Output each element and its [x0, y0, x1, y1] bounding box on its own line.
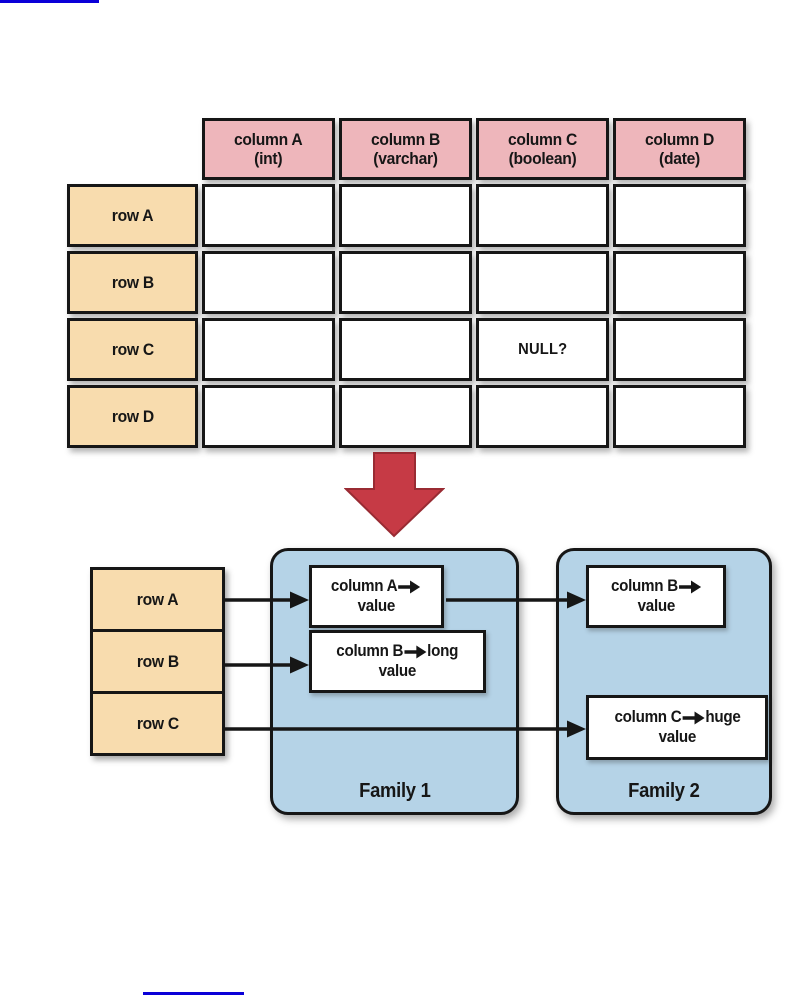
table-cell-empty — [339, 318, 472, 381]
table-cell-empty — [476, 251, 609, 314]
table-cell-empty — [202, 251, 335, 314]
value-box-value: value — [637, 596, 675, 615]
maps-to-arrow-icon — [681, 711, 704, 725]
row-key-stack: row A row B row C — [90, 567, 225, 756]
row-key-c: row C — [90, 691, 225, 756]
column-header-name: column B — [370, 129, 441, 149]
value-box-family2-columnB: column B value — [586, 565, 726, 628]
row-header-a: row A — [67, 184, 198, 247]
column-header-type: (date) — [659, 149, 700, 168]
column-header-type: (varchar) — [373, 149, 438, 168]
maps-to-arrow-icon — [404, 645, 427, 659]
table-cell-empty — [202, 184, 335, 247]
family-2-label: Family 2 — [628, 780, 700, 802]
column-header-name: column A — [234, 129, 303, 149]
table-cell-empty — [202, 318, 335, 381]
table-cell-empty — [202, 385, 335, 448]
table-cell-empty — [613, 385, 746, 448]
table-cell-empty — [339, 251, 472, 314]
column-header-d: column D (date) — [613, 118, 746, 180]
column-header-b: column B (varchar) — [339, 118, 472, 180]
row-key-a: row A — [90, 567, 225, 632]
column-header-name: column D — [644, 129, 715, 149]
value-box-suffix: huge — [704, 708, 741, 727]
value-box-column: column B — [610, 577, 678, 596]
value-box-value: value — [658, 727, 696, 746]
column-header-name: column C — [507, 129, 578, 149]
table-cell-empty — [476, 385, 609, 448]
null-cell: NULL? — [476, 318, 609, 381]
row-header-b: row B — [67, 251, 198, 314]
table-corner-spacer — [67, 118, 198, 180]
value-box-family2-columnC: column C huge value — [586, 695, 768, 760]
row-key-b: row B — [90, 629, 225, 694]
relational-table: column A (int) column B (varchar) column… — [67, 118, 746, 448]
value-box-family1-columnB: column B long value — [309, 630, 486, 693]
column-header-type: (int) — [254, 149, 283, 168]
row-header-d: row D — [67, 385, 198, 448]
table-cell-empty — [613, 318, 746, 381]
table-cell-empty — [613, 184, 746, 247]
column-header-type: (boolean) — [508, 149, 577, 168]
bottom-link-underline[interactable] — [143, 992, 244, 995]
table-cell-empty — [613, 251, 746, 314]
value-box-value: value — [378, 661, 417, 680]
table-cell-empty — [339, 184, 472, 247]
value-box-column: column A — [331, 577, 398, 596]
row-header-c: row C — [67, 318, 198, 381]
top-link-underline[interactable] — [0, 0, 99, 3]
value-box-value: value — [357, 596, 396, 615]
maps-to-arrow-icon — [678, 580, 701, 594]
column-header-c: column C (boolean) — [476, 118, 609, 180]
maps-to-arrow-icon — [398, 580, 421, 594]
table-cell-empty — [339, 385, 472, 448]
value-box-family1-columnA: column A value — [309, 565, 444, 628]
red-down-arrow-icon — [344, 452, 445, 538]
table-cell-empty — [476, 184, 609, 247]
column-header-a: column A (int) — [202, 118, 335, 180]
family-1-label: Family 1 — [358, 780, 431, 802]
value-box-column: column B — [336, 642, 404, 661]
value-box-suffix: long — [427, 642, 459, 661]
value-box-column: column C — [613, 708, 681, 727]
